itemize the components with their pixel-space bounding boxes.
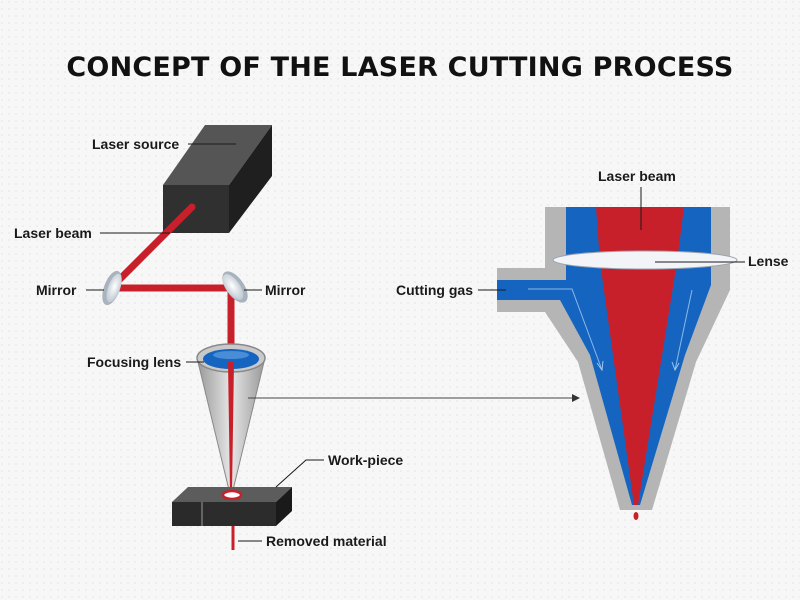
leader-lines [86, 143, 745, 542]
focusing-lens [196, 343, 266, 373]
work-piece [172, 487, 292, 526]
focused-beam [228, 362, 234, 492]
nozzle-cross-section [497, 207, 738, 520]
label-removed-material: Removed material [266, 533, 387, 549]
laser-beam-segment-1 [112, 203, 196, 287]
label-cutting-gas: Cutting gas [396, 282, 473, 298]
label-laser-beam-right: Laser beam [598, 168, 676, 184]
mirror-right [222, 271, 248, 303]
diagram-title: CONCEPT OF THE LASER CUTTING PROCESS [66, 52, 734, 83]
label-mirror-left: Mirror [36, 282, 77, 298]
mirror-left [102, 270, 122, 306]
label-mirror-right: Mirror [265, 282, 306, 298]
label-focusing-lens: Focusing lens [87, 354, 182, 370]
label-work-piece: Work-piece [328, 452, 404, 468]
connector-arrowhead [572, 394, 580, 402]
label-laser-source: Laser source [92, 136, 180, 152]
label-lense: Lense [748, 253, 789, 269]
label-laser-beam-left: Laser beam [14, 225, 92, 241]
